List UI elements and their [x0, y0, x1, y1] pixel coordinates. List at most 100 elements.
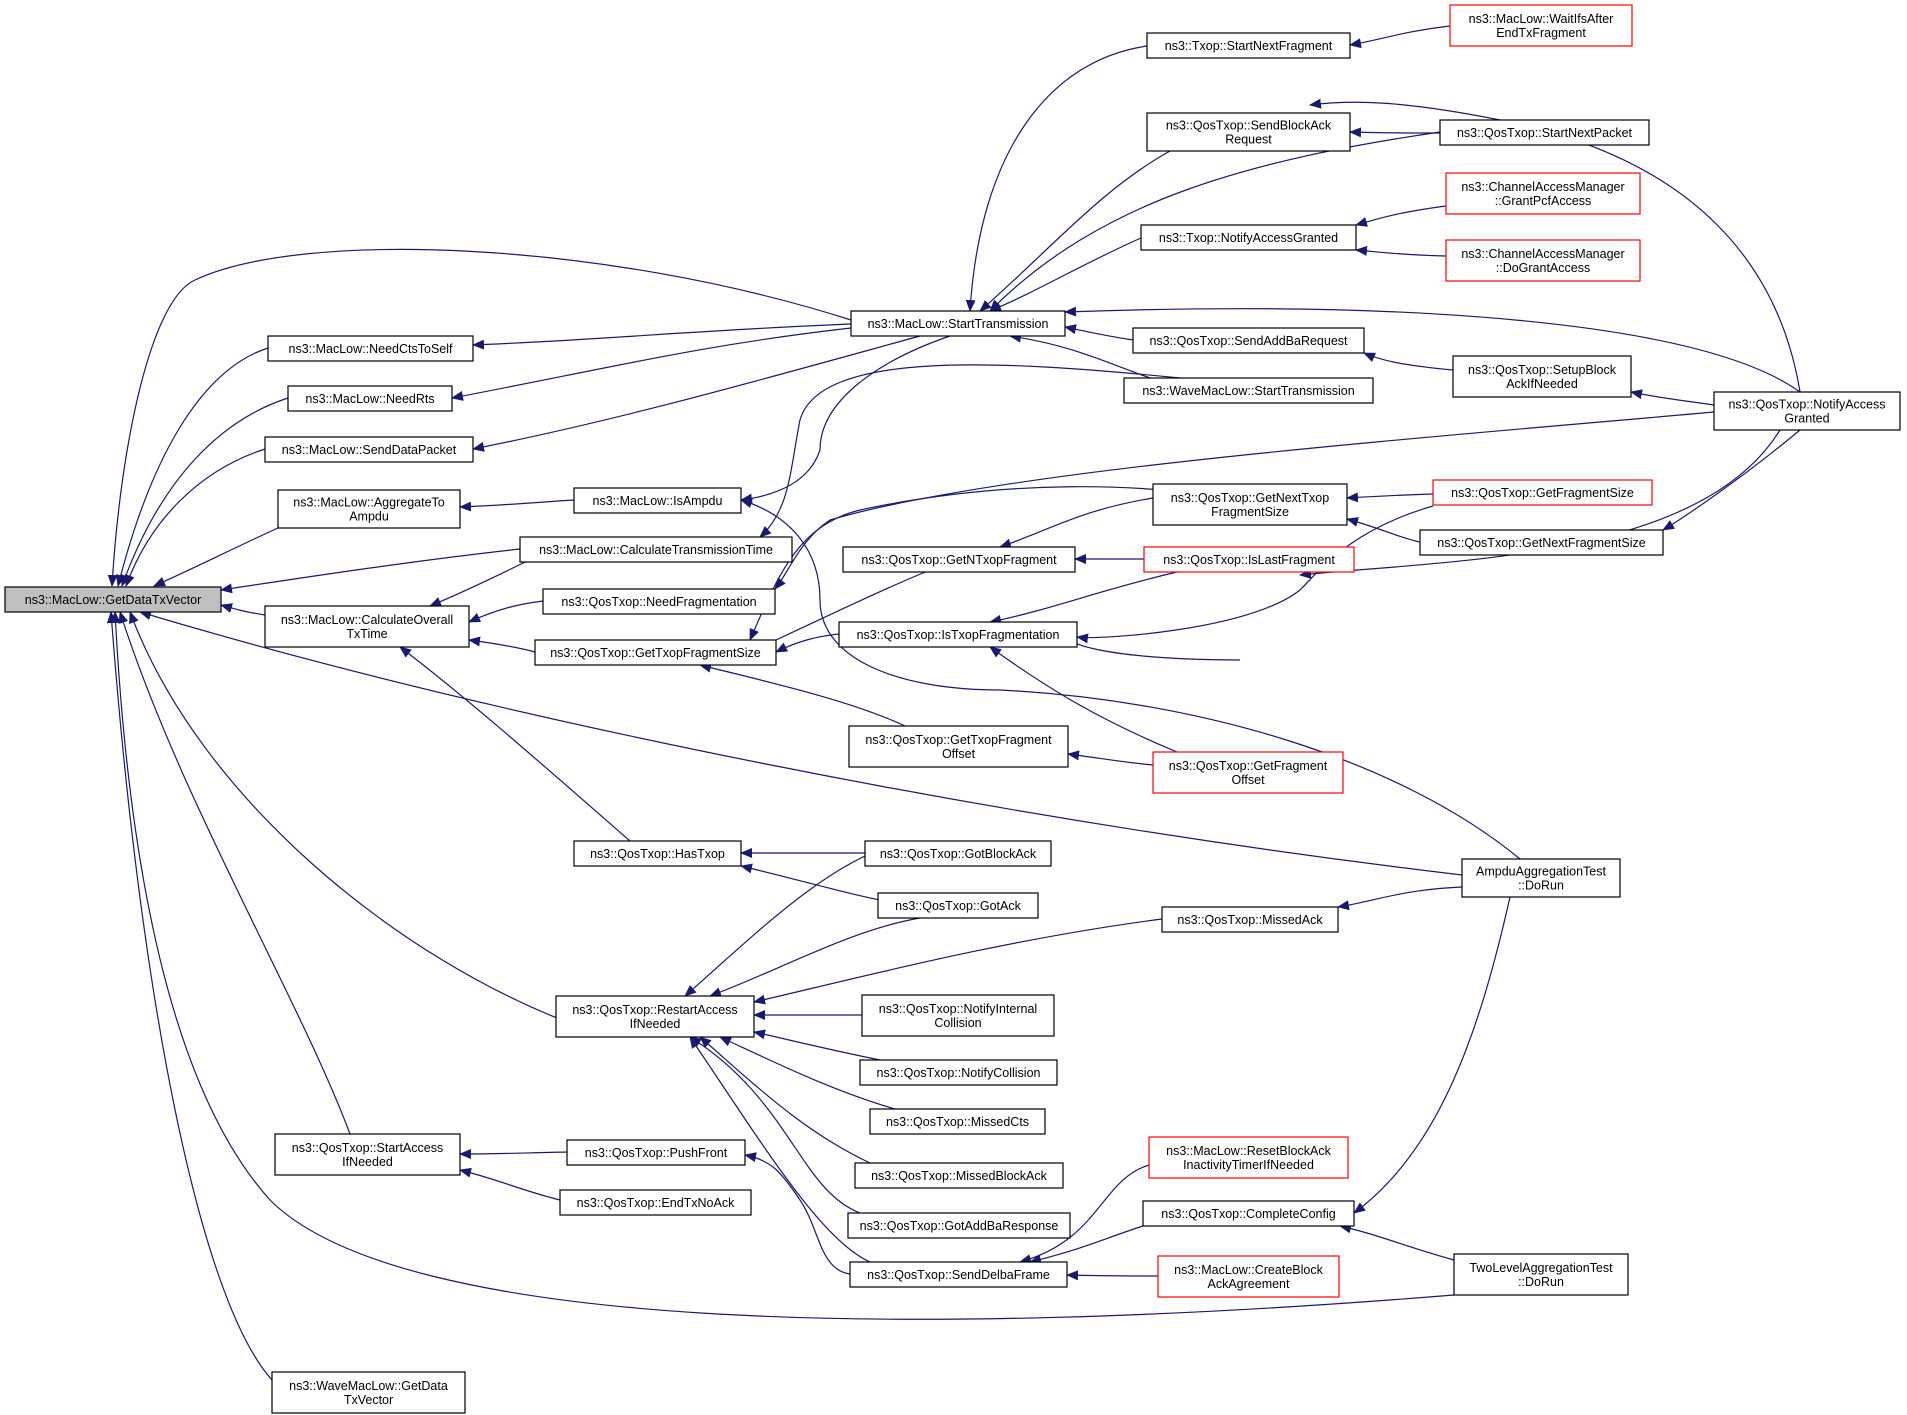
- node-label: Ampdu: [349, 510, 389, 524]
- node-label: ns3::MacLow::SendDataPacket: [282, 443, 457, 457]
- function-node-txopnotifyaccess[interactable]: ns3::Txop::NotifyAccessGranted: [1140, 224, 1357, 251]
- function-node-needfrag[interactable]: ns3::QosTxop::NeedFragmentation: [542, 588, 776, 615]
- function-node-getntxopfrag[interactable]: ns3::QosTxop::GetNTxopFragment: [842, 546, 1076, 573]
- node-label: ns3::MacLow::WaitIfsAfter: [1469, 12, 1614, 26]
- function-node-missedblockack[interactable]: ns3::QosTxop::MissedBlockAck: [854, 1162, 1064, 1189]
- node-label: FragmentSize: [1211, 505, 1289, 519]
- function-node-needrts[interactable]: ns3::MacLow::NeedRts: [287, 385, 453, 412]
- function-node-gotblockack[interactable]: ns3::QosTxop::GotBlockAck: [864, 840, 1052, 867]
- function-node-isampdu[interactable]: ns3::MacLow::IsAmpdu: [573, 487, 742, 514]
- call-edge: [689, 1036, 871, 1263]
- call-edge: [472, 335, 921, 452]
- function-node-istxopfrag[interactable]: ns3::QosTxop::IsTxopFragmentation: [838, 621, 1078, 648]
- call-edge: [699, 662, 906, 727]
- function-node-twoleveltest[interactable]: TwoLevelAggregationTest::DoRun: [1453, 1253, 1629, 1296]
- function-node-getnextfragsize[interactable]: ns3::QosTxop::GetNextFragmentSize: [1419, 529, 1664, 556]
- function-node-gotack[interactable]: ns3::QosTxop::GotAck: [877, 892, 1039, 919]
- node-label: ::DoRun: [1518, 1275, 1564, 1289]
- node-box: [861, 994, 1055, 1037]
- node-box: [542, 588, 776, 615]
- function-node-missedcts[interactable]: ns3::QosTxop::MissedCts: [869, 1108, 1046, 1135]
- call-edge: [139, 610, 1463, 876]
- function-nodes: ns3::MacLow::GetDataTxVectorns3::MacLow:…: [4, 4, 1901, 1414]
- function-node-hastxop[interactable]: ns3::QosTxop::HasTxop: [573, 840, 742, 867]
- function-node-ampdutest[interactable]: AmpduAggregationTest::DoRun: [1461, 858, 1621, 898]
- node-label: ns3::QosTxop::GetTxopFragmentSize: [550, 646, 761, 660]
- function-node-senddelba[interactable]: ns3::QosTxop::SendDelbaFrame: [849, 1261, 1068, 1288]
- node-label: InactivityTimerIfNeeded: [1183, 1158, 1314, 1172]
- node-label: ns3::QosTxop::GetFragment: [1169, 759, 1328, 773]
- call-edge: [459, 1167, 561, 1201]
- function-node-islastfrag[interactable]: ns3::QosTxop::IsLastFragment: [1143, 546, 1355, 573]
- call-edge: [472, 323, 852, 350]
- function-node-resetblockack[interactable]: ns3::MacLow::ResetBlockAckInactivityTime…: [1148, 1136, 1349, 1179]
- function-node-gotaddba[interactable]: ns3::QosTxop::GotAddBaResponse: [847, 1212, 1071, 1239]
- call-edge: [1353, 896, 1511, 1214]
- node-box: [877, 892, 1039, 919]
- node-label: Request: [1225, 133, 1272, 147]
- function-node-sendaddba[interactable]: ns3::QosTxop::SendAddBaRequest: [1132, 327, 1365, 354]
- function-node-pushfront[interactable]: ns3::QosTxop::PushFront: [566, 1139, 746, 1166]
- call-edge: [153, 526, 281, 587]
- function-node-starttx[interactable]: ns3::MacLow::StartTransmission: [850, 310, 1066, 337]
- function-node-endtxnoack[interactable]: ns3::QosTxop::EndTxNoAck: [559, 1189, 752, 1216]
- function-node-notifycollision[interactable]: ns3::QosTxop::NotifyCollision: [859, 1059, 1058, 1086]
- node-box: [859, 1059, 1058, 1086]
- call-edge: [719, 1036, 896, 1110]
- node-box: [271, 1371, 466, 1414]
- call-edge: [989, 131, 1441, 312]
- call-edge: [110, 611, 1455, 1320]
- node-label: ::GrantPcfAccess: [1495, 194, 1592, 208]
- node-label: ns3::MacLow::CalculateTransmissionTime: [539, 543, 773, 557]
- function-node-txopstartnextfrag[interactable]: ns3::Txop::StartNextFragment: [1146, 32, 1351, 59]
- node-box: [555, 995, 755, 1038]
- node-label: ns3::MacLow::NeedCtsToSelf: [289, 342, 453, 356]
- function-node-gettxopfragsize[interactable]: ns3::QosTxop::GetTxopFragmentSize: [534, 639, 777, 666]
- node-box: [847, 1212, 1071, 1239]
- function-node-senddata[interactable]: ns3::MacLow::SendDataPacket: [264, 436, 474, 463]
- function-node-wavestarttx[interactable]: ns3::WaveMacLow::StartTransmission: [1123, 377, 1374, 404]
- function-node-root[interactable]: ns3::MacLow::GetDataTxVector: [4, 586, 222, 613]
- node-label: ns3::QosTxop::NotifyCollision: [877, 1066, 1041, 1080]
- function-node-wavegetdata[interactable]: ns3::WaveMacLow::GetDataTxVector: [271, 1371, 466, 1414]
- call-edge: [1067, 750, 1154, 766]
- node-box: [1146, 32, 1351, 59]
- function-node-getfragsize[interactable]: ns3::QosTxop::GetFragmentSize: [1432, 479, 1653, 506]
- node-label: ns3::MacLow::CreateBlock: [1174, 1263, 1323, 1277]
- function-node-calctrans[interactable]: ns3::MacLow::CalculateTransmissionTime: [519, 536, 793, 563]
- function-node-qosnotifyaccess[interactable]: ns3::QosTxop::NotifyAccessGranted: [1713, 391, 1901, 431]
- function-node-grantpcf[interactable]: ns3::ChannelAccessManager::GrantPcfAcces…: [1445, 172, 1641, 215]
- node-label: ns3::QosTxop::PushFront: [585, 1146, 728, 1160]
- node-label: ns3::MacLow::IsAmpdu: [593, 494, 723, 508]
- function-node-dogrant[interactable]: ns3::ChannelAccessManager::DoGrantAccess: [1445, 239, 1641, 282]
- call-edge: [740, 498, 1521, 860]
- call-edge: [759, 364, 1181, 538]
- node-label: ns3::MacLow::GetDataTxVector: [25, 593, 201, 607]
- node-box: [849, 1261, 1068, 1288]
- function-node-completeconfig[interactable]: ns3::QosTxop::CompleteConfig: [1142, 1200, 1355, 1227]
- call-edge: [753, 918, 1163, 1005]
- call-edge: [1346, 517, 1421, 543]
- function-node-missedack[interactable]: ns3::QosTxop::MissedAck: [1161, 906, 1339, 933]
- node-label: ns3::QosTxop::GetNextFragmentSize: [1437, 536, 1645, 550]
- node-box: [838, 621, 1078, 648]
- call-edge: [1363, 352, 1454, 371]
- function-node-startnextpacket[interactable]: ns3::QosTxop::StartNextPacket: [1439, 119, 1650, 146]
- node-box: [1439, 119, 1650, 146]
- node-box: [848, 725, 1069, 768]
- node-label: ns3::QosTxop::NeedFragmentation: [561, 595, 756, 609]
- node-box: [1142, 1200, 1355, 1227]
- function-node-needcts[interactable]: ns3::MacLow::NeedCtsToSelf: [267, 335, 474, 362]
